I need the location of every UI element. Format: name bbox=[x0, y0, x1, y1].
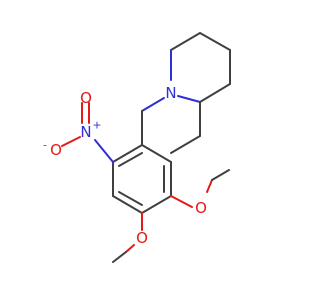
atom-nitro-o1: O bbox=[50, 141, 62, 159]
bond-methoxy-ch3-1 bbox=[211, 169, 230, 181]
bond-n-ch2 bbox=[141, 97, 165, 112]
bond-methoxy-ch3-2 bbox=[112, 251, 127, 263]
charge-nitro-n-plus: + bbox=[92, 119, 101, 132]
piperidine-ring bbox=[170, 32, 231, 103]
atom-nitro-n: N bbox=[80, 123, 91, 141]
charge-nitro-o1-minus: - bbox=[43, 139, 47, 152]
bond-ethyl-ch3 bbox=[170, 135, 201, 154]
bond-ar-c1-c2 bbox=[141, 144, 172, 163]
atom-piperidine-n: N bbox=[165, 84, 176, 102]
nitro-group bbox=[61, 102, 114, 163]
bond-pip-c5-c6 bbox=[170, 32, 201, 51]
atom-nitro-o2: O bbox=[80, 89, 92, 107]
bond-methoxy-o1-ch3 bbox=[206, 179, 213, 193]
atom-methoxy-o2: O bbox=[136, 229, 148, 247]
bond-ar-c3-c4 bbox=[141, 195, 172, 214]
bond-ar-c6-c1 bbox=[112, 144, 143, 163]
atom-methoxy-o1: O bbox=[195, 199, 207, 217]
benzyl-linker bbox=[141, 97, 165, 146]
bond-pip-c2-c3 bbox=[199, 83, 231, 103]
methoxy-group-2 bbox=[112, 212, 143, 263]
bond-ar-c4-c5 bbox=[112, 195, 143, 214]
benzene-ring bbox=[112, 144, 172, 214]
methoxy-group-1 bbox=[170, 169, 230, 208]
bond-ar-methoxy-o1 bbox=[170, 195, 193, 208]
bond-ar-nitro-n bbox=[94, 139, 114, 163]
bond-methoxy-o2-ch3 bbox=[125, 244, 135, 253]
ethyl-group bbox=[170, 101, 201, 154]
bond-pip-n-c2 bbox=[177, 95, 201, 103]
bond-pip-c4-c5 bbox=[199, 32, 231, 51]
bond-ar-c6-c1-inner bbox=[118, 152, 143, 167]
bond-ar-c4-c5-inner bbox=[118, 191, 143, 206]
molecule-structure: N N + O - O O O bbox=[43, 32, 231, 263]
bond-nitro-n-o1 bbox=[61, 136, 81, 147]
